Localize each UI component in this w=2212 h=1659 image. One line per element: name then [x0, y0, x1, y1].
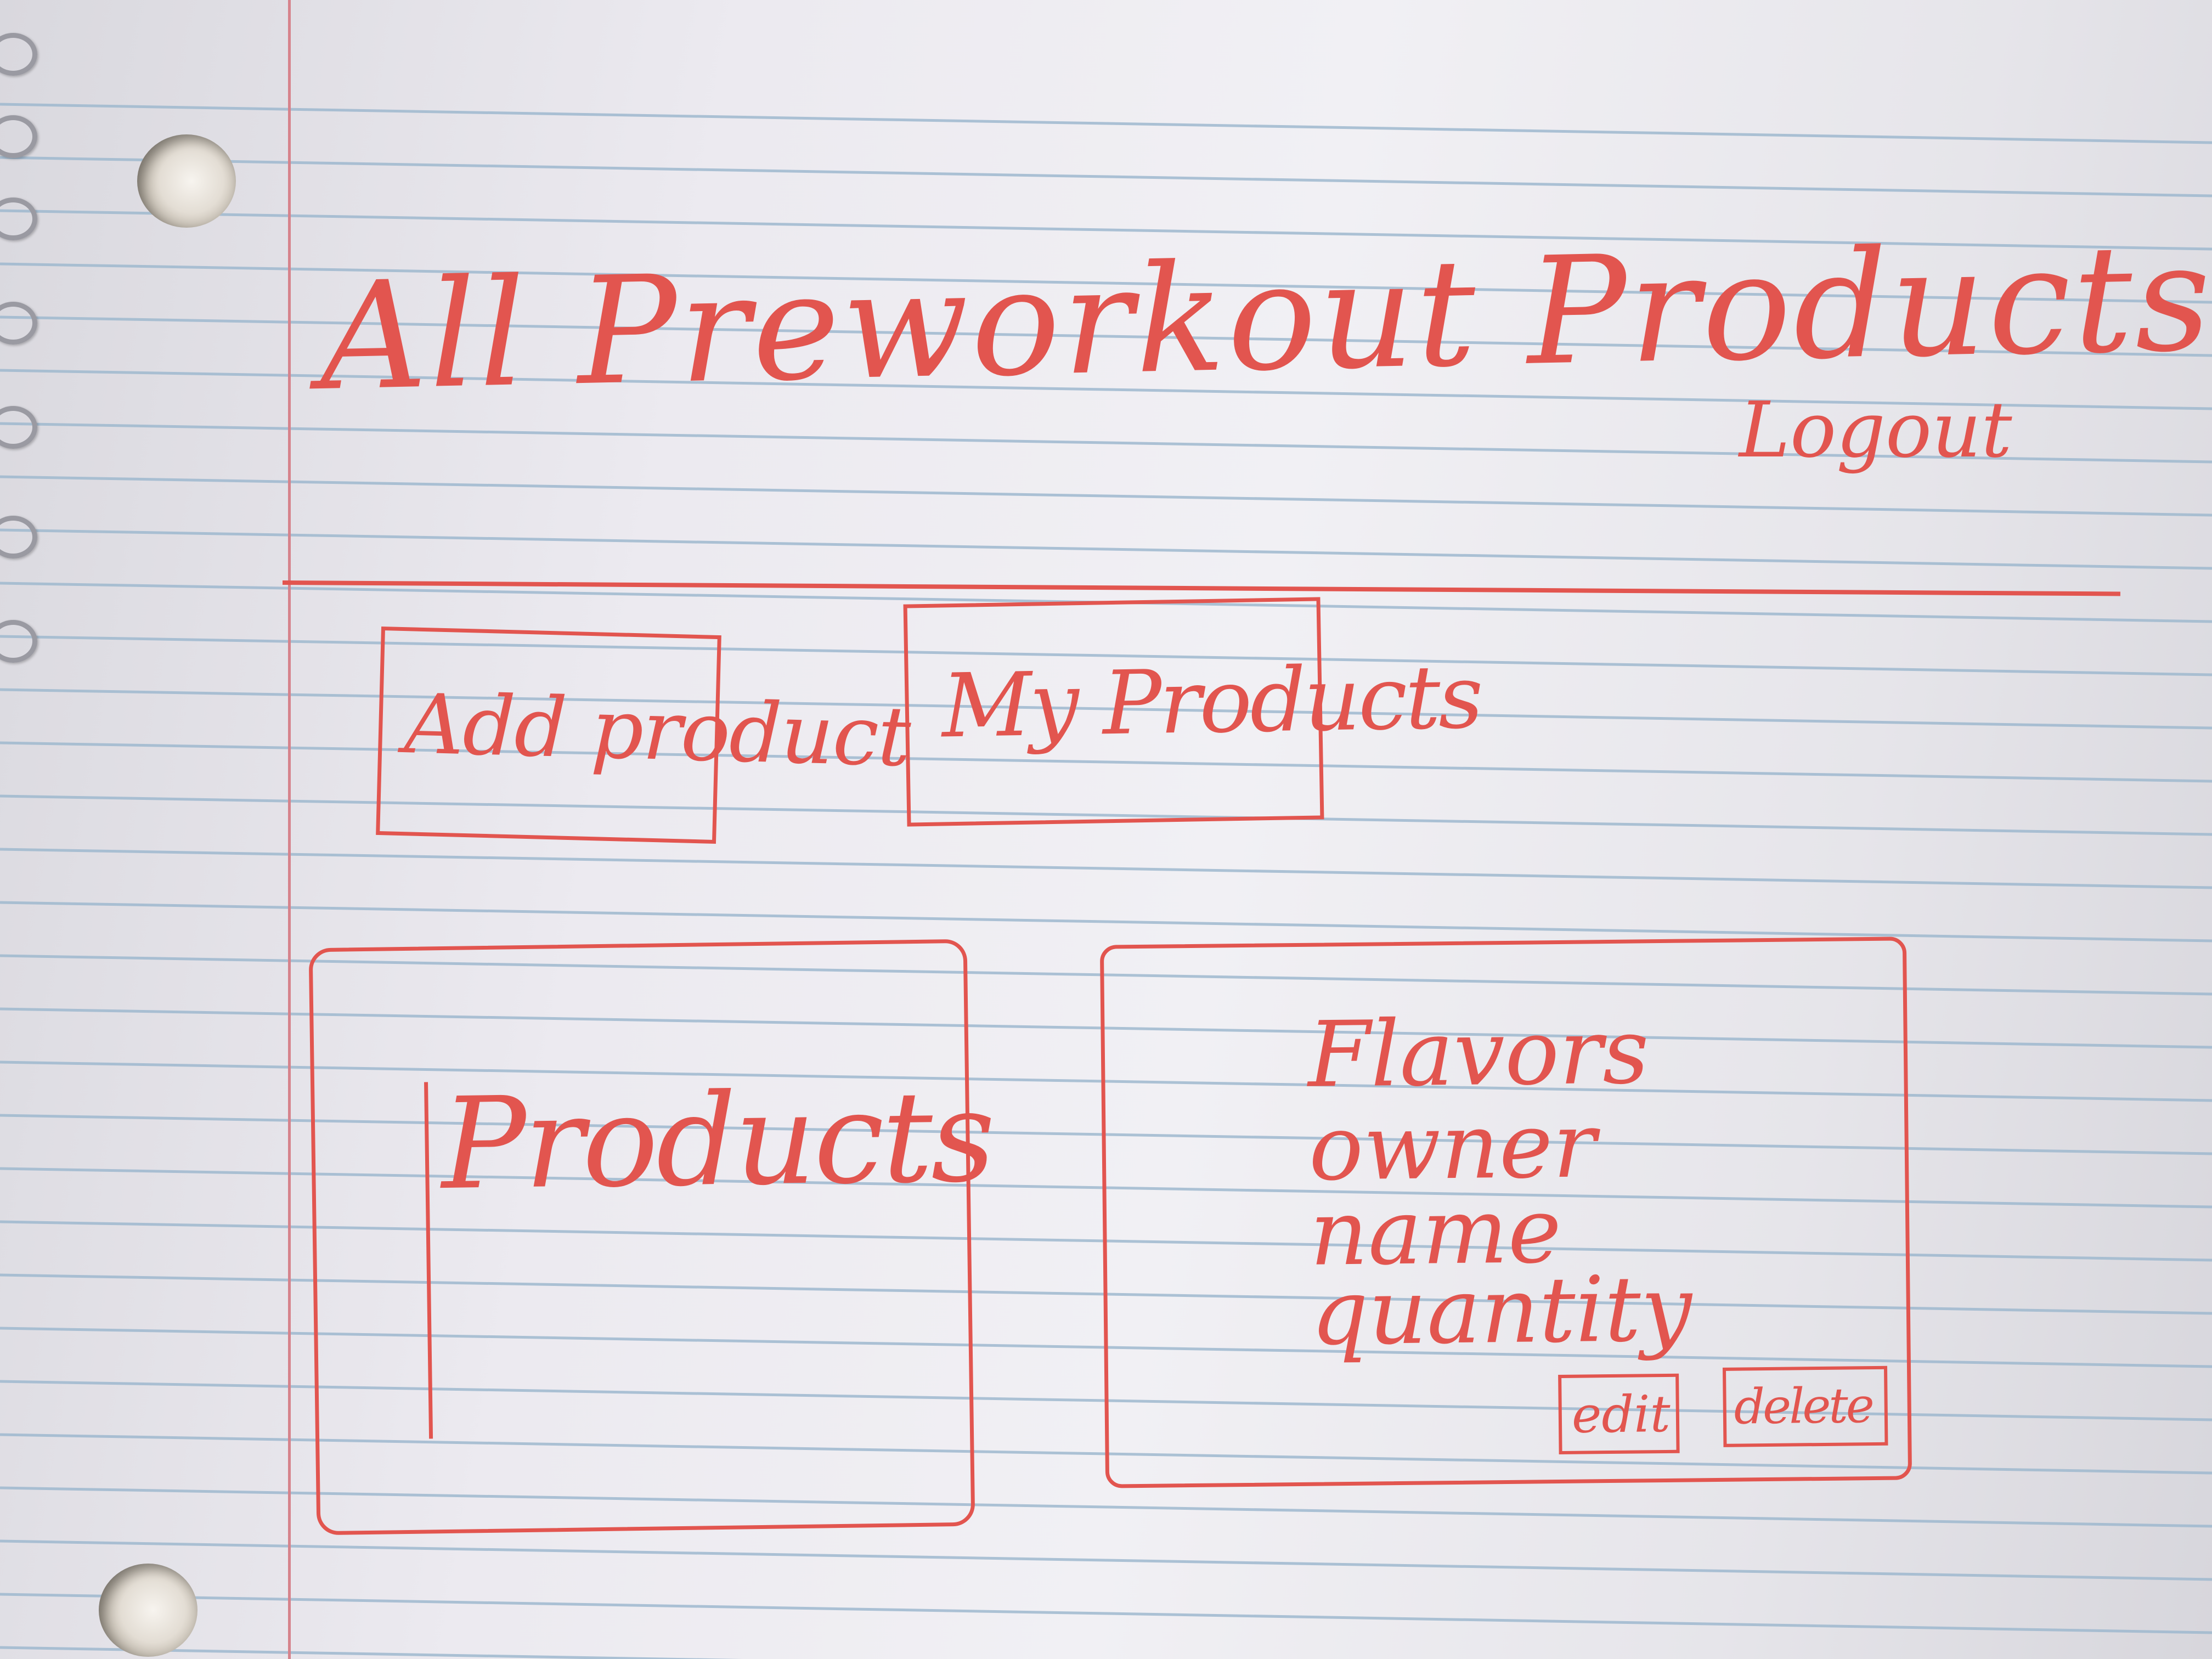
ruled-line	[0, 1380, 2212, 1421]
add-product-label: Add product	[403, 676, 911, 786]
ruled-line	[0, 103, 2212, 144]
ruled-line	[0, 262, 2212, 304]
ruled-line	[0, 369, 2212, 410]
ruled-line	[0, 1007, 2212, 1049]
ruled-line	[0, 1220, 2212, 1262]
ruled-line	[0, 209, 2212, 251]
ruled-line	[0, 422, 2212, 464]
spiral-ring	[0, 302, 37, 345]
ruled-line	[0, 901, 2212, 943]
ruled-line	[0, 848, 2212, 889]
spiral-ring	[0, 620, 37, 663]
ruled-line	[0, 1539, 2212, 1581]
delete-button-label: delete	[1734, 1377, 1873, 1435]
add-product-button[interactable]: Add product	[376, 626, 911, 844]
ruled-line	[0, 156, 2212, 198]
ruled-line	[0, 582, 2212, 623]
ruled-line	[0, 688, 2212, 730]
ruled-line	[0, 1114, 2212, 1155]
products-panel: Products	[308, 939, 994, 1536]
spiral-ring	[0, 115, 37, 158]
ruled-line	[0, 741, 2212, 783]
ruled-line	[0, 315, 2212, 357]
logout-link[interactable]: Logout	[1739, 386, 2012, 475]
field-quantity: quantity	[1310, 1256, 1693, 1365]
ruled-line	[0, 1327, 2212, 1368]
products-panel-title: Products	[440, 1064, 995, 1218]
binder-hole-bottom	[99, 1564, 198, 1657]
spiral-ring	[0, 33, 37, 76]
my-products-label: My Products	[941, 645, 1482, 758]
edit-button[interactable]: edit	[1558, 1373, 1680, 1455]
ruled-line	[0, 1486, 2212, 1528]
ruled-line	[0, 1593, 2212, 1634]
product-detail-card: Flavors owner name quantity edit delete	[1099, 936, 1912, 1488]
ruled-line	[0, 1060, 2212, 1102]
spiral-ring	[0, 198, 37, 240]
my-products-button[interactable]: My Products	[903, 597, 1482, 827]
ruled-line	[0, 1273, 2212, 1315]
ruled-line	[0, 794, 2212, 836]
ruled-line	[0, 475, 2212, 517]
ruled-line	[0, 1646, 743, 1659]
field-flavors: Flavors	[1307, 998, 1650, 1108]
page-title: All Preworkout Products	[318, 211, 2212, 424]
edit-button-label: edit	[1571, 1384, 1671, 1444]
delete-button[interactable]: delete	[1722, 1365, 1888, 1447]
ruled-line	[0, 1433, 2212, 1475]
margin-line	[288, 0, 291, 1659]
ruled-line	[0, 528, 2212, 570]
ruled-line	[0, 1167, 2212, 1209]
spiral-ring	[0, 516, 37, 558]
products-panel-divider	[424, 1082, 433, 1439]
ruled-line	[0, 954, 2212, 996]
spiral-ring	[0, 406, 37, 449]
binder-hole-top	[137, 134, 236, 228]
ruled-line	[0, 635, 2212, 676]
